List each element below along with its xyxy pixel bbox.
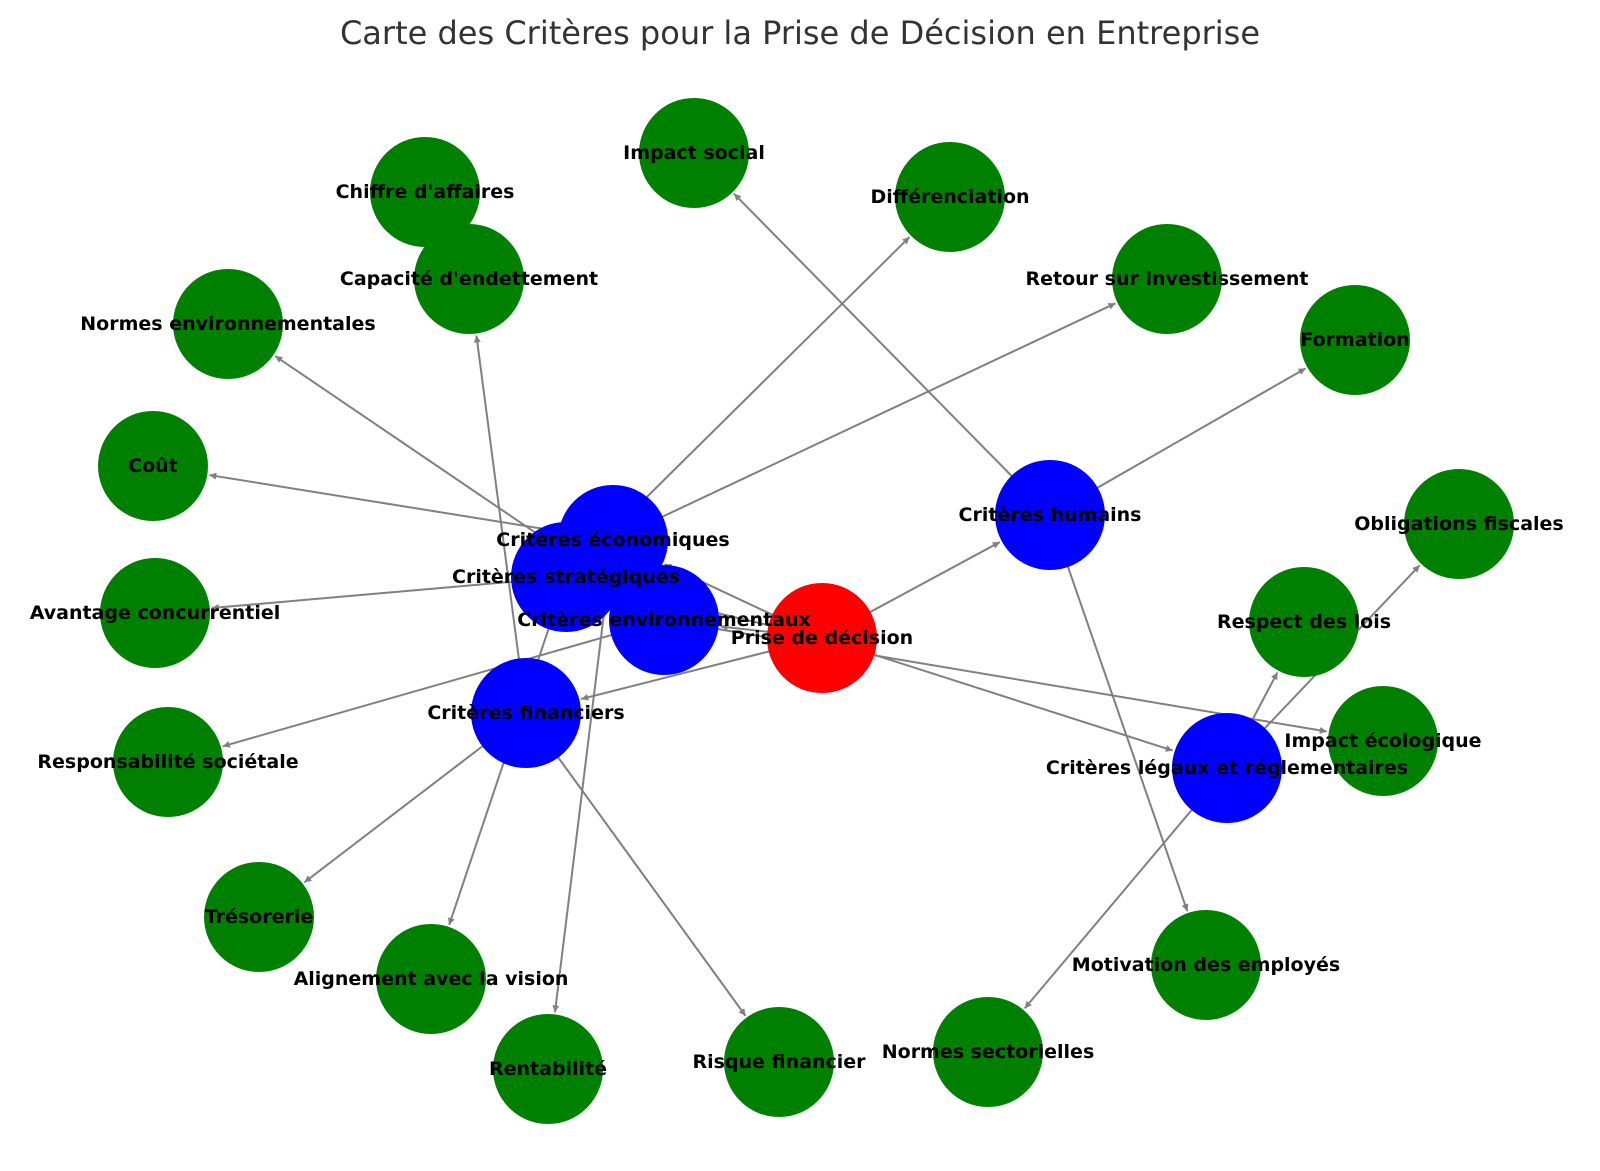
node-label-motivation: Motivation des employés (1072, 954, 1340, 976)
edge-env-to-resp_soc (222, 619, 665, 748)
node-resp_soc (113, 707, 223, 817)
node-chiffre (370, 137, 480, 247)
node-label-respect: Respect des lois (1217, 611, 1391, 633)
node-label-cout: Coût (128, 455, 178, 477)
node-roi (1112, 224, 1222, 334)
node-label-formation: Formation (1300, 329, 1409, 351)
edge-fin-to-endettement (473, 335, 527, 714)
node-risque (724, 1007, 834, 1117)
node-label-eco: Critères économiques (496, 529, 729, 551)
node-strat (511, 522, 621, 632)
node-label-oblig: Obligations fiscales (1354, 513, 1563, 535)
node-impact_social (639, 98, 749, 208)
node-formation (1300, 285, 1410, 395)
node-rentab (493, 1014, 603, 1124)
node-label-endettement: Capacité d'endettement (340, 268, 598, 290)
node-label-hum: Critères humains (959, 504, 1142, 526)
diagram-title: Carte des Critères pour la Prise de Déci… (340, 14, 1260, 52)
node-env (609, 565, 719, 675)
node-fin (471, 658, 581, 768)
node-label-diff: Différenciation (870, 186, 1029, 208)
node-label-treso: Trésorerie (205, 906, 314, 928)
edge-strat-to-avantage (211, 576, 567, 611)
node-label-resp_soc: Responsabilité sociétale (37, 751, 298, 773)
edge-hum-to-impact_social (733, 192, 1051, 516)
edge-fin-to-risque (525, 712, 747, 1017)
node-label-decision: Prise de décision (731, 627, 913, 649)
node-impact_eco (1328, 686, 1438, 796)
node-avantage (100, 558, 210, 668)
node-oblig (1404, 469, 1514, 579)
node-label-normes_sect: Normes sectorielles (882, 1041, 1095, 1063)
node-motivation (1151, 910, 1261, 1020)
edge-hum-to-motivation (1049, 514, 1189, 912)
node-label-leg: Critères légaux et réglementaires (1046, 757, 1408, 779)
nodes-layer (98, 98, 1514, 1124)
node-label-impact_eco: Impact écologique (1284, 730, 1481, 752)
node-cout (98, 411, 208, 521)
node-treso (204, 862, 314, 972)
node-normes_env (173, 269, 283, 379)
node-decision (767, 583, 877, 693)
node-label-fin: Critères financiers (427, 702, 624, 724)
node-diff (895, 142, 1005, 252)
node-label-roi: Retour sur investissement (1026, 268, 1309, 290)
node-label-alignement: Alignement avec la vision (294, 968, 569, 990)
node-label-env: Critères environnementaux (517, 609, 811, 631)
edge-eco-to-roi (612, 302, 1116, 541)
node-label-strat: Critères stratégiques (452, 566, 680, 588)
node-hum (995, 460, 1105, 570)
node-label-normes_env: Normes environnementales (80, 313, 375, 335)
node-endettement (414, 224, 524, 334)
node-respect (1249, 567, 1359, 677)
node-alignement (376, 924, 486, 1034)
edge-eco-to-rentab (552, 539, 614, 1013)
node-label-risque: Risque financier (692, 1051, 866, 1073)
node-label-rentab: Rentabilité (489, 1058, 607, 1080)
node-label-chiffre: Chiffre d'affaires (336, 181, 515, 203)
node-leg (1172, 713, 1282, 823)
node-label-impact_social: Impact social (623, 142, 765, 164)
node-normes_sect (933, 997, 1043, 1107)
node-label-avantage: Avantage concurrentiel (30, 602, 281, 624)
